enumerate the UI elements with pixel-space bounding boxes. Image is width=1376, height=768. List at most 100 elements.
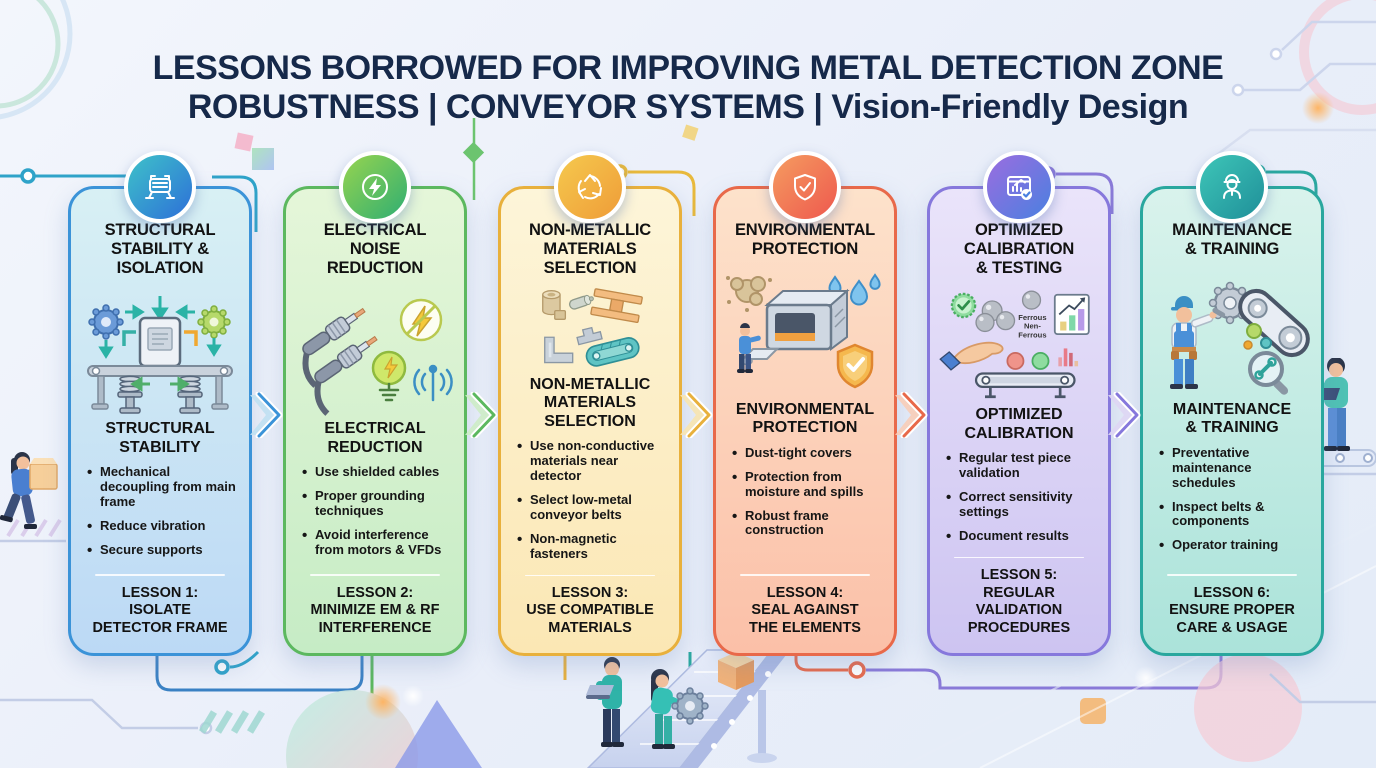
card-heading: NON-METALLIC MATERIALS SELECTION [529,221,651,278]
card-heading: ENVIRONMENTAL PROTECTION [734,221,876,259]
worker-carrying-box-illustration [0,452,58,529]
page-title: LESSONS BORROWED FOR IMPROVING METAL DET… [152,48,1224,127]
lesson-label: LESSON 3: USE COMPATIBLE MATERIALS [526,584,654,636]
result-chart-icon [1053,294,1090,336]
card-divider [1167,573,1297,576]
bullet-item: Document results [946,528,1098,545]
roller-icon [568,295,594,310]
card-non-metallic-materials: NON-METALLIC MATERIALS SELECTION [498,151,682,656]
dust-cloud-icon [726,276,772,313]
lesson-label: LESSON 1: ISOLATE DETECTOR FRAME [92,584,228,636]
card-heading: OPTIMIZED CALIBRATION & TESTING [963,221,1075,278]
card-divider [310,573,440,576]
card-divider [95,573,225,576]
bullet-item: Mechanical decoupling from main frame [87,464,239,510]
bullet-item: Preventative maintenance schedules [1159,445,1311,491]
next-chevron-icon [465,392,498,438]
card-heading: ELECTRICAL NOISE REDUCTION [323,221,427,278]
card-subheading: MAINTENANCE & TRAINING [1172,401,1292,437]
person-icon [737,323,761,374]
bullet-item: Protection from moisture and spills [732,469,884,500]
card-divider [740,573,870,576]
bullet-item: Correct sensitivity settings [946,489,1098,520]
shield-check-icon [769,151,841,223]
structural-stability-illustration [87,296,233,415]
clamp-icon [576,327,603,346]
card-divider [954,556,1084,559]
lesson-label: LESSON 6: ENSURE PROPER CARE & USAGE [1169,584,1295,636]
bullet-item: Use shielded cables [302,464,454,481]
calibration-chart-icon [983,151,1055,223]
corner-bracket-icon [544,336,574,364]
bullet-item: Proper grounding techniques [302,488,454,519]
technician-illustration [1170,296,1226,390]
conveyor-belt-icon [585,337,640,368]
next-chevron-icon [895,392,928,438]
detector-frame-icon [124,151,196,223]
bullet-item: Dust-tight covers [732,445,884,462]
operator-with-laptop-illustration [1318,358,1350,451]
next-chevron-icon [1108,392,1141,438]
belt-loop-icon [1238,289,1310,358]
test-conveyor-icon [974,372,1076,399]
lightning-icon [339,151,411,223]
card-structural-stability: STRUCTURAL STABILITY & ISOLATION [68,151,252,656]
card-environmental-protection: ENVIRONMENTAL PROTECTION [713,151,897,656]
maintenance-training-illustration [1170,282,1310,395]
bullet-item: Use non-conductive materials near detect… [517,438,669,484]
antenna-signal-icon [413,365,453,402]
lesson-label: LESSON 5: REGULAR VALIDATION PROCEDURES [967,567,1071,636]
worker-with-gear-illustration [650,669,709,749]
technician-icon [1196,151,1268,223]
bullet-list: Preventative maintenance schedules Inspe… [1151,445,1313,570]
bullet-item: Operator training [1159,537,1311,554]
bullet-item: Non-magnetic fasteners [517,531,669,562]
mini-bars-icon [1058,348,1079,367]
bullet-list: Regular test piece validation Correct se… [938,450,1100,553]
box-on-belt-illustration [718,652,754,690]
svg-text:Nen-: Nen- [1024,322,1041,331]
card-electrical-noise: ELECTRICAL NOISE REDUCTION [283,151,467,656]
card-subheading: STRUCTURAL STABILITY [105,420,215,456]
bullet-list: Use non-conductive materials near detect… [509,438,671,571]
shield-check-badge-icon [836,343,874,389]
card-subheading: OPTIMIZED CALIBRATION [964,406,1074,442]
bullet-item: Robust frame construction [732,508,884,539]
environmental-protection-illustration [726,273,881,389]
no-interference-icon [399,299,443,342]
card-maintenance-training: MAINTENANCE & TRAINING [1140,151,1324,656]
svg-text:Ferrous: Ferrous [1018,313,1046,322]
card-heading: STRUCTURAL STABILITY & ISOLATION [104,221,216,278]
card-subheading: ELECTRICAL REDUCTION [324,420,426,456]
ferrous-label: Ferrous Nen- Ferrous [1018,313,1046,340]
i-beam-icon [590,288,643,324]
electrical-noise-illustration [302,299,453,417]
card-optimized-calibration: OPTIMIZED CALIBRATION & TESTING Ferrous … [927,151,1111,656]
calibration-testing-illustration: Ferrous Nen- Ferrous [939,290,1090,399]
bullet-item: Select low-metal conveyor belts [517,492,669,523]
next-chevron-icon [250,392,283,438]
svg-text:Ferrous: Ferrous [1018,331,1046,340]
recycle-icon [554,151,626,223]
check-badge-icon [950,293,977,319]
test-spheres-icon [975,290,1042,333]
gear-icon [671,687,709,725]
gear-icon [88,304,124,341]
conveyor-scene-illustration [586,649,790,768]
card-subheading: NON-METALLIC MATERIALS SELECTION [529,376,651,430]
bullet-item: Secure supports [87,542,239,559]
bullet-list: Mechanical decoupling from main frame Re… [79,464,241,570]
gear-icon [197,305,231,340]
lesson-label: LESSON 4: SEAL AGAINST THE ELEMENTS [749,584,861,636]
card-divider [525,574,655,576]
magnifier-wrench-icon [1248,351,1289,395]
card-heading: MAINTENANCE & TRAINING [1172,221,1292,259]
non-metallic-materials-illustration [542,288,643,368]
lesson-label: LESSON 2: MINIMIZE EM & RF INTERFERENCE [310,584,440,636]
bullet-list: Use shielded cables Proper grounding tec… [294,464,456,570]
next-chevron-icon [680,392,713,438]
hand-icon [939,342,1004,372]
plastic-cylinder-icon [542,290,567,321]
bullet-item: Inspect belts & components [1159,499,1311,530]
